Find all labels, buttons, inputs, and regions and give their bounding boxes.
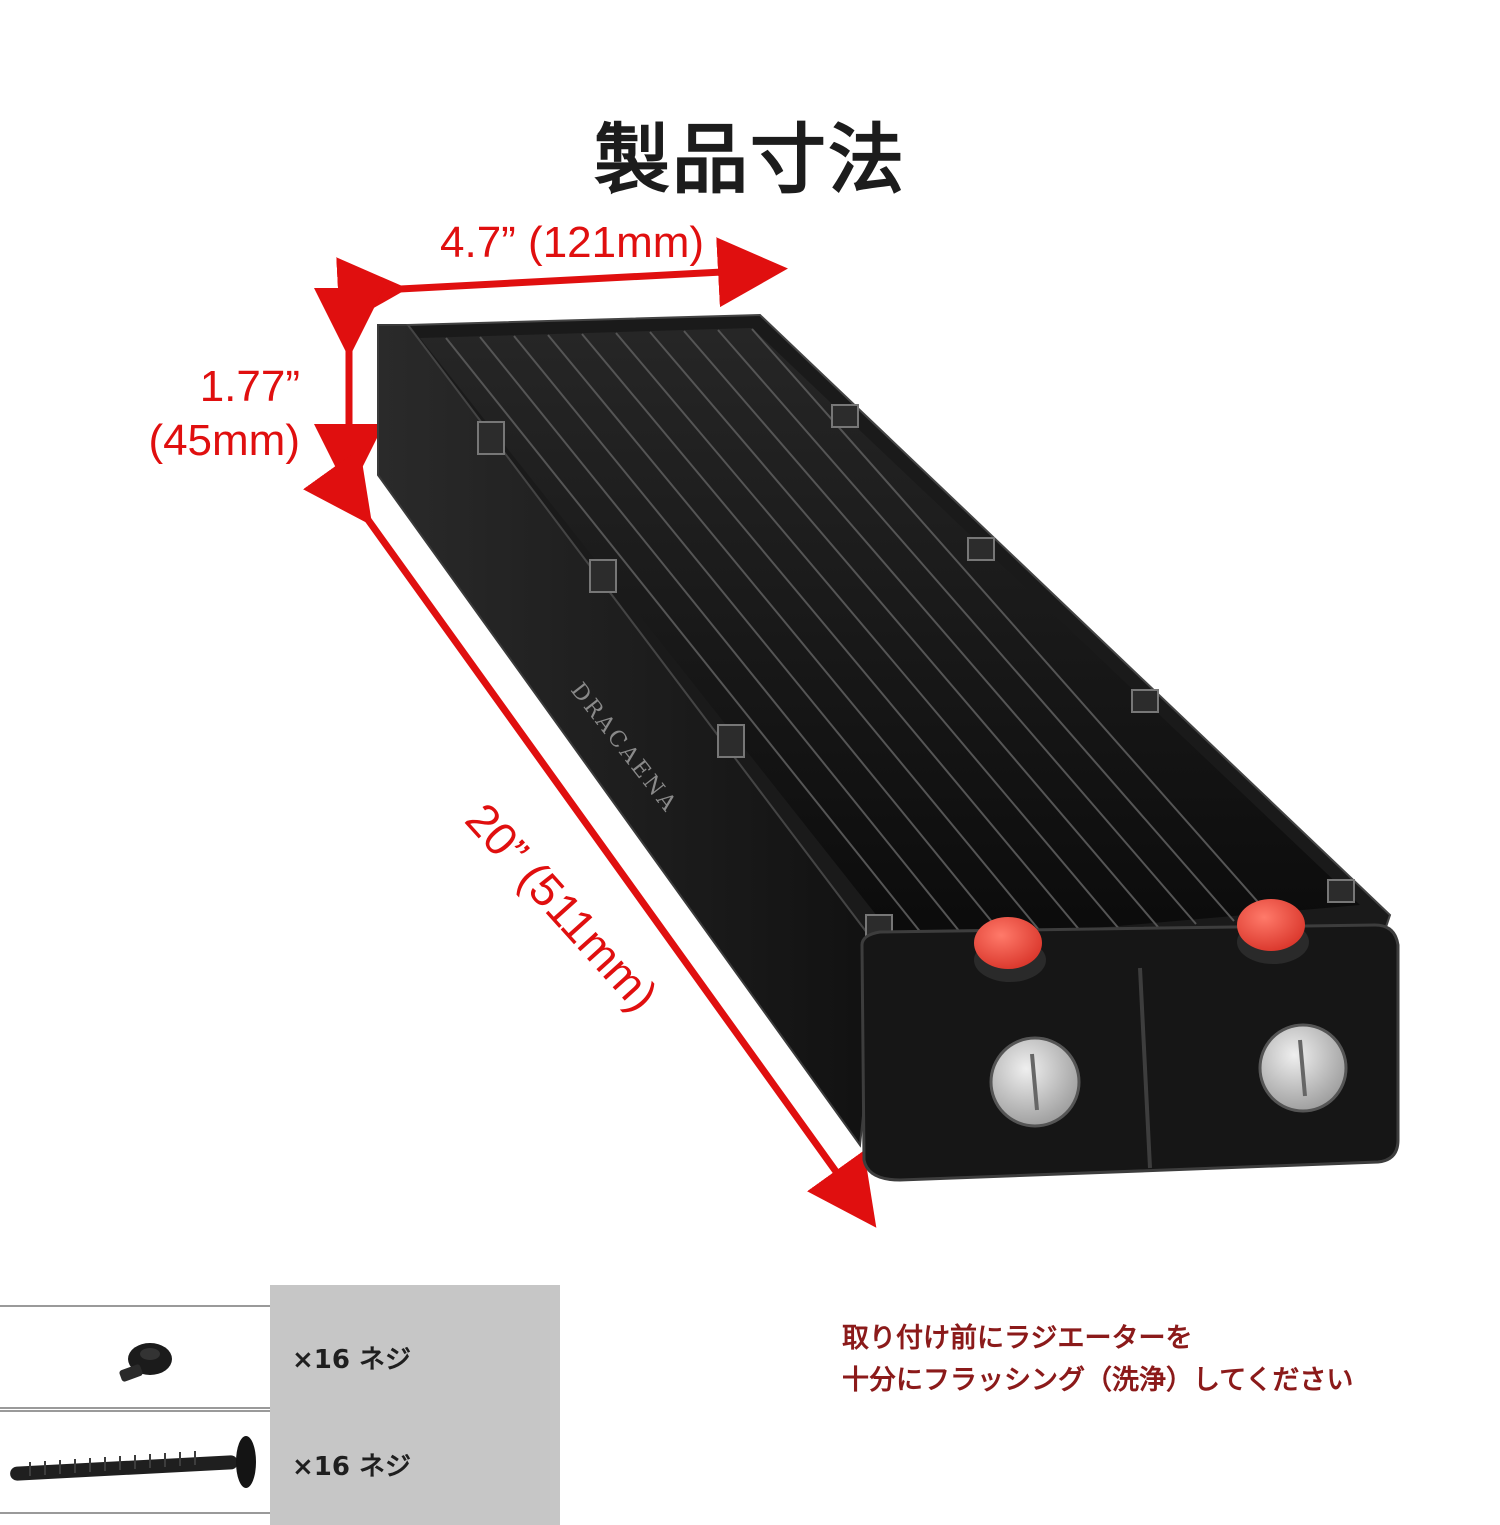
notice-line-2: 十分にフラッシング（洗浄）してください: [842, 1365, 1354, 1396]
part-image: [0, 1410, 270, 1514]
part-row: ×16 ネジ: [0, 1410, 560, 1525]
height-mm-label: (45mm): [148, 416, 300, 465]
height-inch-label: 1.77”: [199, 362, 300, 411]
radiator-illustration: DRACAENA: [303, 237, 1400, 1228]
fin-rows: [445, 328, 1273, 945]
length-arrow: [303, 448, 877, 1228]
part-label-cell: ×16 ネジ: [270, 1285, 560, 1410]
front-plug-right: [1258, 1023, 1348, 1113]
width-arrow: [336, 237, 788, 328]
part-label-cell: ×16 ネジ: [270, 1410, 560, 1525]
long-screw-icon: [10, 1436, 256, 1488]
included-parts: ×16 ネジ ×16 ネジ: [0, 1285, 560, 1525]
notice-line-1: 取り付け前にラジエーターを: [842, 1323, 1193, 1354]
part-label: ×16 ネジ: [292, 1452, 412, 1482]
port-cap-left: [974, 917, 1046, 982]
port-cap-right: [1237, 899, 1309, 964]
part-image: [0, 1305, 270, 1409]
radiator-end-tank: [860, 923, 1400, 1182]
front-plug-left: [989, 1036, 1081, 1128]
radiator-fins: [420, 328, 1360, 945]
short-screw-icon: [119, 1343, 172, 1382]
part-label: ×16 ネジ: [292, 1345, 412, 1375]
part-row: ×16 ネジ: [0, 1285, 560, 1410]
flush-notice: 取り付け前にラジエーターを 十分にフラッシング（洗浄）してください: [842, 1318, 1353, 1402]
page-title: 製品寸法: [594, 115, 906, 204]
height-dimension-label: 1.77” (45mm): [148, 360, 300, 468]
